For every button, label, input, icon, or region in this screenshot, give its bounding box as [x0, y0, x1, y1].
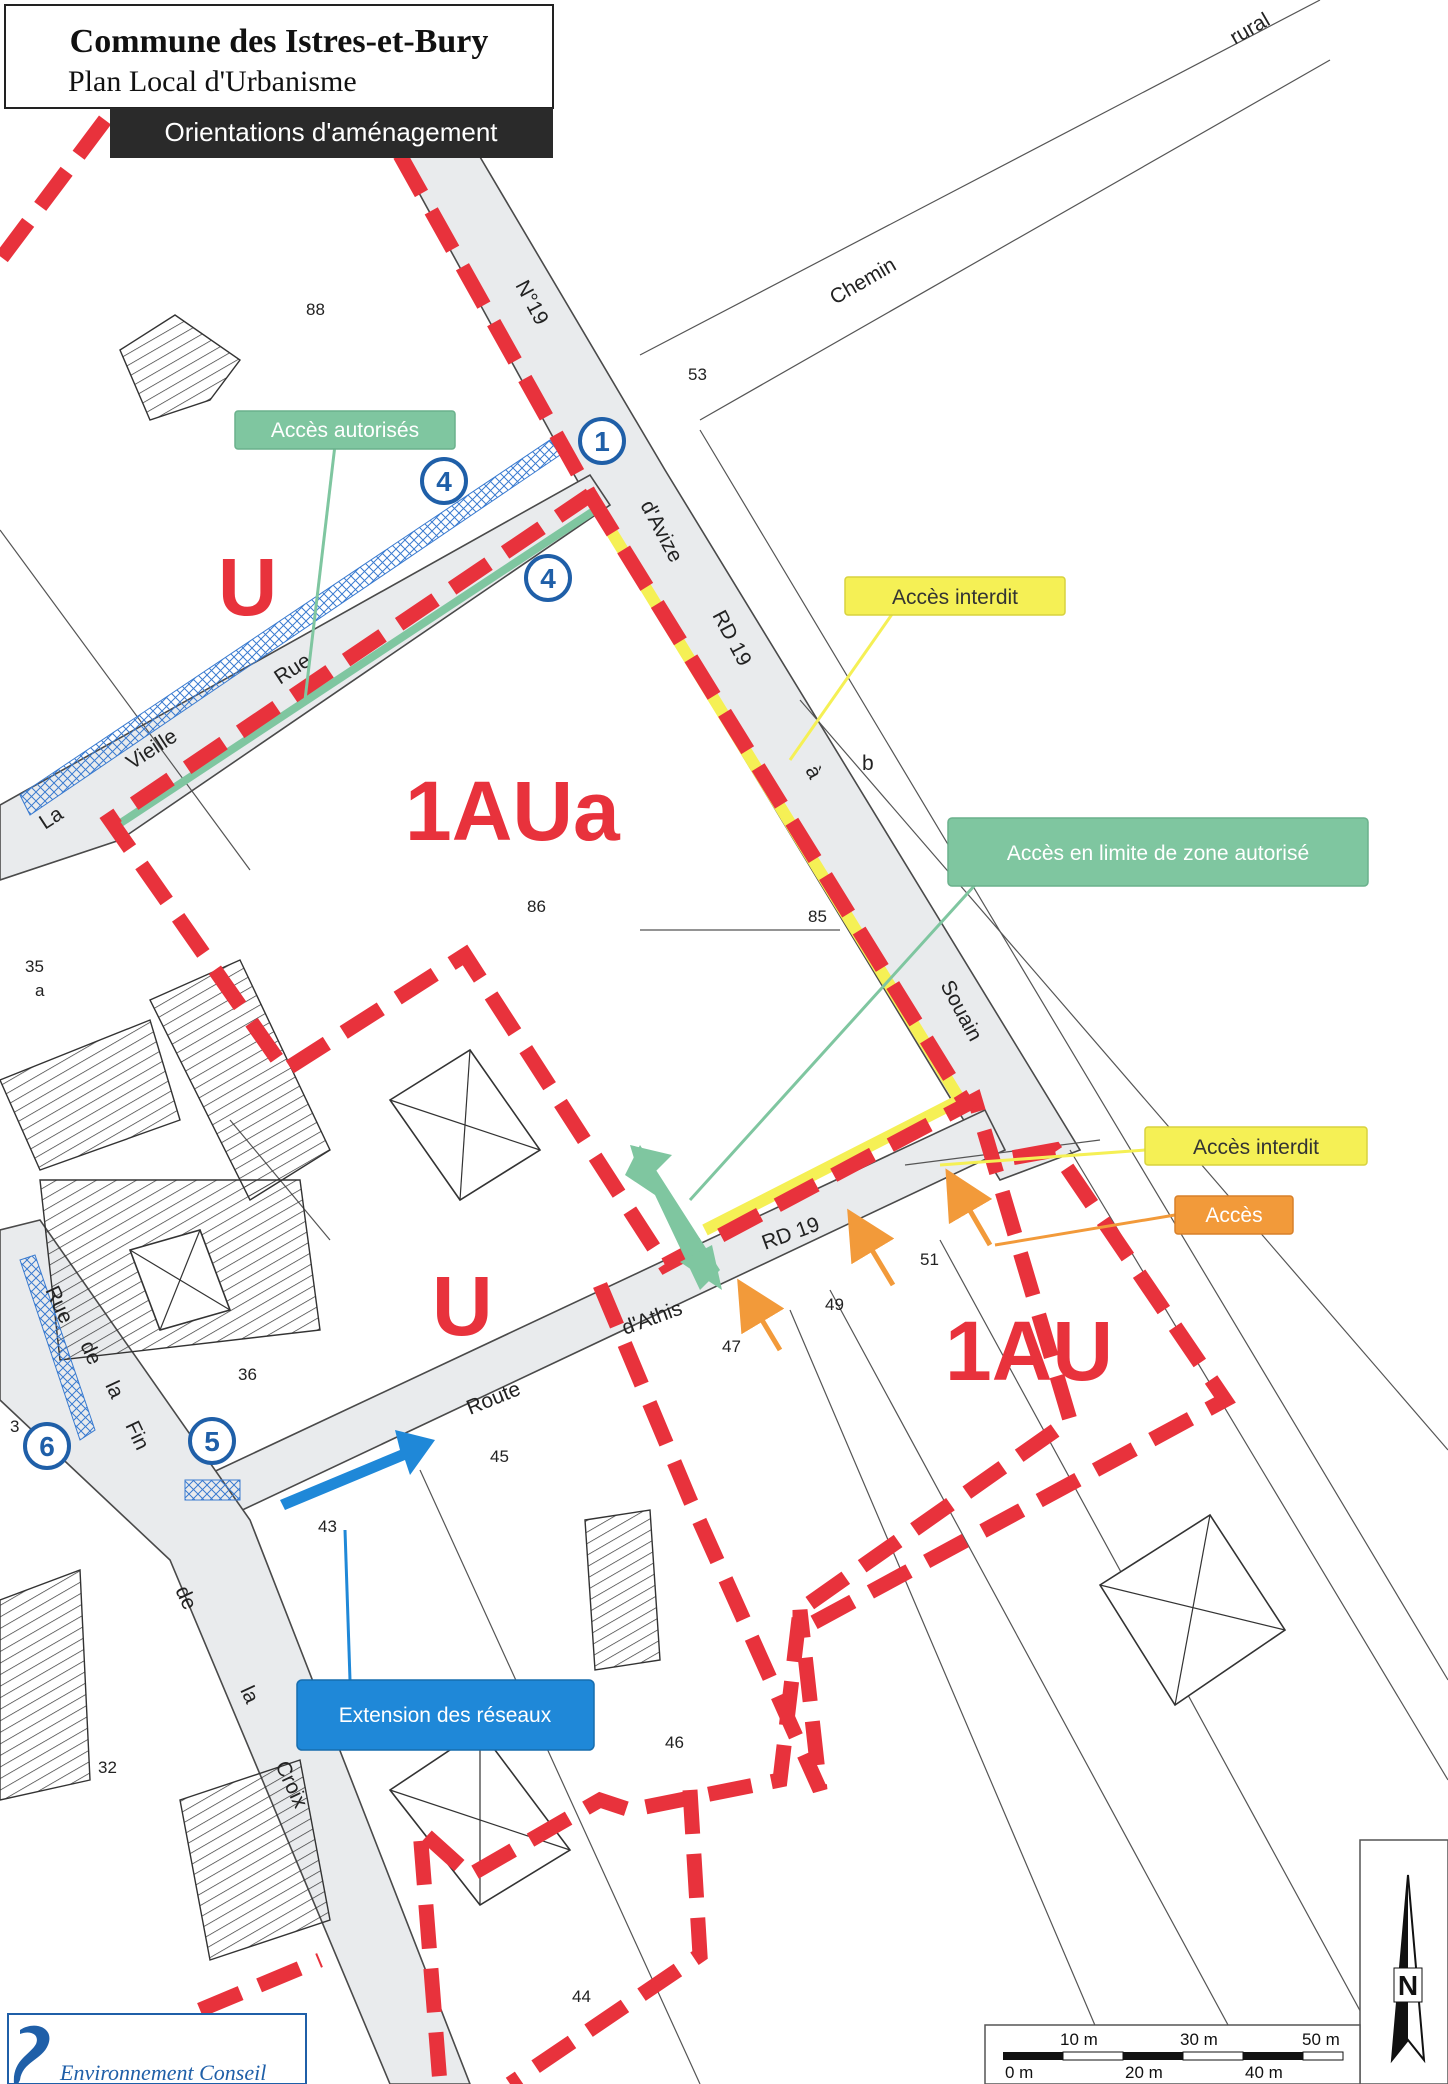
svg-text:10 m: 10 m — [1060, 2030, 1098, 2049]
svg-text:50 m: 50 m — [1302, 2030, 1340, 2049]
callout-label: Accès autorisés — [271, 419, 419, 442]
parcel-number: 51 — [920, 1250, 939, 1269]
svg-text:40 m: 40 m — [1245, 2063, 1283, 2082]
parcel-number: 47 — [722, 1337, 741, 1356]
protected-strips — [19, 439, 561, 1501]
svg-text:20 m: 20 m — [1125, 2063, 1163, 2082]
parcel-number: 53 — [688, 365, 707, 384]
parcel-number: a — [35, 981, 45, 1000]
logo-environnement-conseil: Environnement Conseil — [7, 2013, 307, 2084]
parcel-number: 36 — [238, 1365, 257, 1384]
svg-text:6: 6 — [39, 1431, 55, 1462]
access-arrows — [280, 1145, 993, 1510]
parcel-number: 43 — [318, 1517, 337, 1536]
callout-extension: Extension des réseaux — [296, 1679, 595, 1751]
parcel-number: 44 — [572, 1987, 591, 2006]
building-hatched — [0, 1019, 181, 1171]
zone-boundary-south — [505, 1789, 708, 2084]
zone-label-u-south: U — [432, 1259, 493, 1353]
marker-4b: 4 — [524, 554, 572, 602]
parcel-number: 46 — [665, 1733, 684, 1752]
street-label-b: b — [862, 752, 874, 775]
svg-text:1: 1 — [594, 426, 610, 457]
authorized-access-line — [107, 506, 598, 834]
callout-acces-autorises: Accès autorisés — [234, 410, 456, 450]
building-hatched — [179, 1759, 331, 1961]
protected-strip — [19, 439, 561, 816]
svg-text:0 m: 0 m — [1005, 2063, 1033, 2082]
title-block: Commune des Istres-et-Bury Plan Local d'… — [4, 4, 554, 158]
parcel-line — [1069, 1149, 1448, 1781]
zone-label-1aua: 1AUa — [405, 764, 621, 858]
zone-label-u-north: U — [218, 542, 277, 633]
building-hatched — [119, 314, 241, 421]
orange-access-arrow — [847, 1208, 896, 1287]
zone-boundary-southwest — [197, 1953, 323, 2017]
parcel-number: 45 — [490, 1447, 509, 1466]
scale-bar: 10 m 30 m 50 m 0 m 20 m 40 m — [984, 2024, 1361, 2084]
parcel-number: 86 — [527, 897, 546, 916]
callout-leaders — [303, 444, 1176, 1681]
parcel-number: 35 — [25, 957, 44, 976]
marker-6: 6 — [23, 1422, 71, 1470]
network-extension-arrow — [280, 1430, 435, 1510]
parcel-number: 3 — [10, 1417, 19, 1436]
title-plan: Plan Local d'Urbanisme — [68, 65, 357, 98]
building-hatched — [584, 1509, 661, 1671]
callout-acces-interdit-1: Accès interdit — [844, 576, 1066, 616]
parcel-line — [789, 1309, 1121, 2084]
title-commune: Commune des Istres-et-Bury — [70, 23, 489, 60]
zone-boundary-1aua-east — [583, 491, 977, 1114]
north-arrow: N — [1359, 1839, 1448, 2084]
orange-access-arrow — [945, 1168, 993, 1247]
marker-5: 5 — [188, 1417, 236, 1465]
callout-acces-interdit-2: Accès interdit — [1144, 1126, 1368, 1166]
parcel-line — [904, 1139, 1101, 1166]
callout-acces: Accès — [1174, 1195, 1294, 1235]
chemin-rural-line-1 — [639, 0, 1321, 356]
zone-boundary — [0, 115, 111, 265]
zone-boundaries — [0, 115, 1236, 2084]
north-label: N — [1398, 1970, 1418, 2001]
callout-label: Extension des réseaux — [339, 1704, 552, 1727]
buildings — [0, 314, 1287, 1961]
parcel-line — [829, 1289, 1261, 2084]
svg-text:30 m: 30 m — [1180, 2030, 1218, 2049]
parcel-number: 88 — [306, 300, 325, 319]
street-label-chemin: Chemin — [826, 253, 900, 309]
title-subtitle: Orientations d'aménagement — [164, 117, 498, 147]
marker-4a: 4 — [420, 457, 468, 505]
parcel-line — [799, 699, 1448, 1451]
svg-text:4: 4 — [436, 466, 452, 497]
zone-label-1au: 1AU — [945, 1304, 1113, 1398]
parcel-line — [699, 429, 1448, 1681]
parcel-number: 85 — [808, 907, 827, 926]
marker-1: 1 — [578, 417, 626, 465]
building-hatched — [0, 1569, 91, 1801]
callout-label: Accès interdit — [1193, 1136, 1319, 1159]
svg-text:5: 5 — [204, 1426, 220, 1457]
zone-boundary-1au — [593, 1141, 1236, 1794]
protected-strip — [184, 1479, 241, 1501]
chemin-rural-line-2 — [699, 59, 1331, 421]
protected-strip — [19, 1254, 96, 1441]
parcel-line — [0, 529, 251, 871]
parcel-number: 32 — [98, 1758, 117, 1777]
callout-acces-limite: Accès en limite de zone autorisé — [947, 817, 1369, 887]
callout-label: Accès — [1205, 1204, 1262, 1227]
callout-label: Accès interdit — [892, 586, 1018, 609]
parcel-number: 49 — [825, 1295, 844, 1314]
orange-access-arrow — [737, 1278, 785, 1352]
logo-text: Environnement Conseil — [59, 2060, 266, 2084]
street-label-rural: rural — [1226, 8, 1274, 49]
callout-label: Accès en limite de zone autorisé — [1007, 842, 1309, 865]
svg-text:4: 4 — [540, 563, 556, 594]
